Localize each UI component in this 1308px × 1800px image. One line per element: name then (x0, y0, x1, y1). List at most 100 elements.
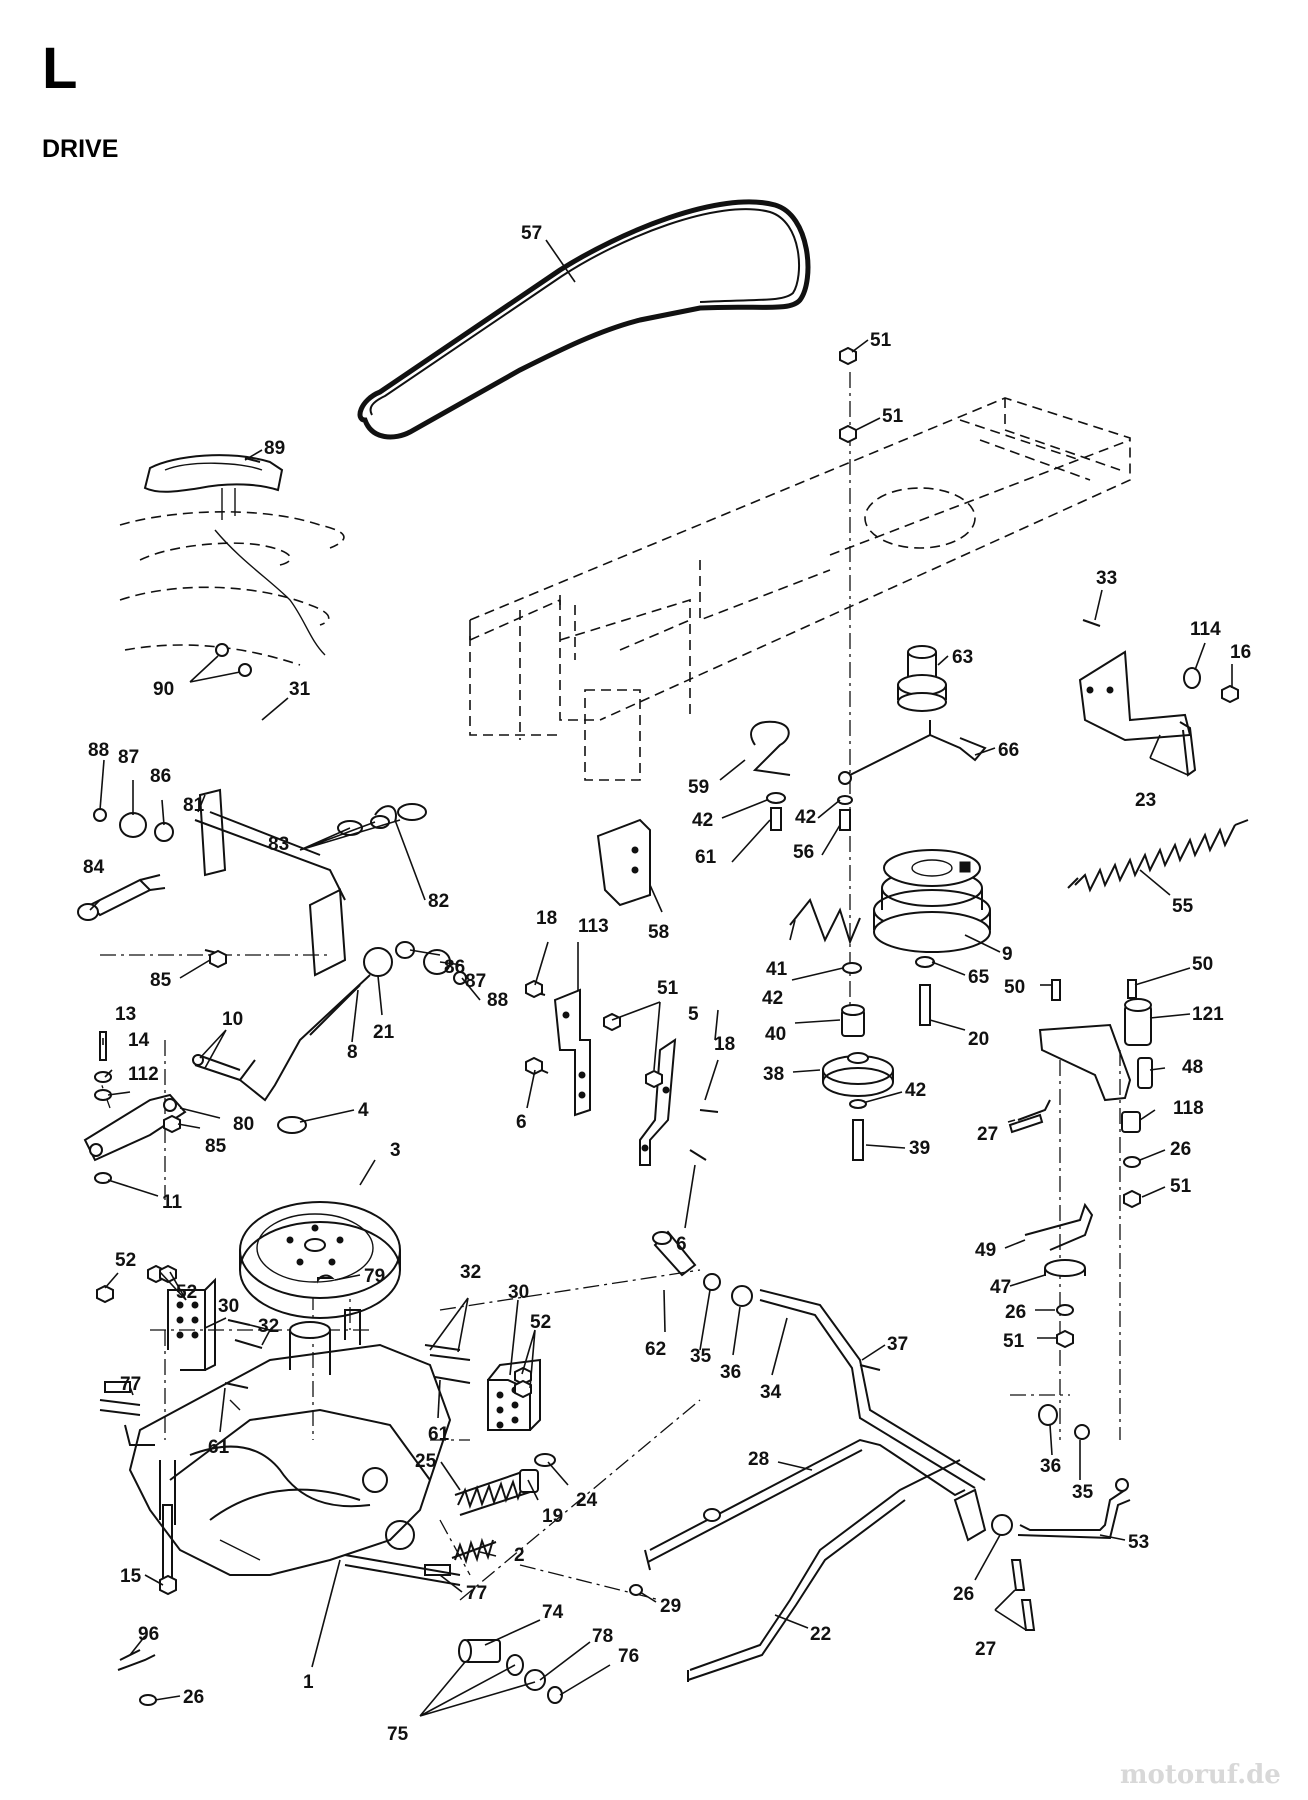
callout-18: 18 (714, 1034, 735, 1055)
callout-26: 26 (1005, 1302, 1026, 1323)
callout-8: 8 (347, 1042, 358, 1063)
callout-79: 79 (364, 1266, 385, 1287)
callout-labels: 57 51 51 89 90 31 88 87 86 81 84 85 83 8… (83, 223, 1251, 1745)
section-title: DRIVE (42, 135, 118, 163)
callout-96: 96 (138, 1624, 159, 1645)
callout-90: 90 (153, 679, 174, 700)
callout-85: 85 (205, 1136, 227, 1157)
callout-51: 51 (657, 978, 679, 999)
callout-42: 42 (692, 810, 713, 831)
callout-38: 38 (763, 1064, 784, 1085)
leader-lines (89, 239, 1233, 1717)
watermark-text: motoruf.de (1120, 1760, 1281, 1790)
callout-63: 63 (952, 647, 973, 668)
callout-26: 26 (1170, 1139, 1191, 1160)
callout-32: 32 (258, 1316, 279, 1337)
callout-5: 5 (688, 1004, 699, 1025)
brake-brackets (525, 979, 719, 1166)
transaxle-pulley (239, 1116, 401, 1319)
callout-83: 83 (268, 834, 289, 855)
callout-87: 87 (465, 971, 486, 992)
callout-4: 4 (358, 1100, 369, 1121)
callout-6: 6 (676, 1234, 687, 1255)
callout-75: 75 (387, 1724, 409, 1745)
callout-51: 51 (870, 330, 892, 351)
callout-39: 39 (909, 1138, 930, 1159)
callout-58: 58 (648, 922, 669, 943)
callout-61: 61 (428, 1424, 450, 1445)
callout-78: 78 (592, 1626, 613, 1647)
callout-62: 62 (645, 1339, 666, 1360)
callout-42: 42 (795, 807, 816, 828)
callout-35: 35 (1072, 1482, 1094, 1503)
callout-86: 86 (444, 957, 465, 978)
callout-34: 34 (760, 1382, 782, 1403)
callout-31: 31 (289, 679, 311, 700)
callout-35: 35 (690, 1346, 712, 1367)
callout-13: 13 (115, 1004, 136, 1025)
callout-30: 30 (218, 1296, 239, 1317)
callout-25: 25 (415, 1451, 437, 1472)
callout-52: 52 (530, 1312, 551, 1333)
callout-37: 37 (887, 1334, 908, 1355)
mounting-brackets (96, 1264, 541, 1431)
callout-26: 26 (183, 1687, 204, 1708)
callout-89: 89 (264, 438, 285, 459)
callout-87: 87 (118, 747, 139, 768)
callout-118: 118 (1173, 1098, 1204, 1119)
callout-33: 33 (1096, 568, 1117, 589)
callout-113: 113 (578, 916, 609, 937)
callout-47: 47 (990, 1277, 1011, 1298)
callout-26: 26 (953, 1584, 974, 1605)
callout-21: 21 (373, 1022, 395, 1043)
callout-36: 36 (1040, 1456, 1061, 1477)
right-bracket (1067, 619, 1249, 893)
callout-66: 66 (998, 740, 1019, 761)
callout-29: 29 (660, 1596, 681, 1617)
callout-2: 2 (514, 1545, 525, 1566)
callout-114: 114 (1190, 619, 1221, 640)
bracket-clips (596, 720, 791, 907)
callout-19: 19 (542, 1506, 563, 1527)
callout-77: 77 (466, 1583, 487, 1604)
callout-51: 51 (1170, 1176, 1192, 1197)
callout-27: 27 (977, 1124, 998, 1145)
callout-121: 121 (1192, 1004, 1224, 1025)
callout-51: 51 (882, 406, 904, 427)
callout-28: 28 (748, 1449, 769, 1470)
axle-hardware (117, 1639, 563, 1706)
callout-9: 9 (1002, 944, 1013, 965)
callout-56: 56 (793, 842, 814, 863)
callout-42: 42 (905, 1080, 926, 1101)
callout-84: 84 (83, 857, 105, 878)
pedal-linkage (629, 1113, 1131, 1682)
watermark: motoruf.de (1120, 1760, 1281, 1790)
seat-assembly (119, 454, 345, 683)
callout-57: 57 (521, 223, 542, 244)
callout-32: 32 (460, 1262, 481, 1283)
callout-30: 30 (508, 1282, 529, 1303)
callout-52: 52 (115, 1250, 136, 1271)
callout-55: 55 (1172, 896, 1194, 917)
shift-linkage (77, 788, 467, 1184)
callout-18: 18 (536, 908, 557, 929)
pto-clutch-stack (789, 346, 991, 1161)
callout-50: 50 (1004, 977, 1025, 998)
callout-65: 65 (968, 967, 990, 988)
callout-85: 85 (150, 970, 172, 991)
right-lever (1017, 979, 1153, 1349)
drive-belt (357, 199, 811, 440)
callout-40: 40 (765, 1024, 786, 1045)
callout-49: 49 (975, 1240, 996, 1261)
callout-50: 50 (1192, 954, 1213, 975)
callout-41: 41 (766, 959, 788, 980)
callout-86: 86 (150, 766, 171, 787)
callout-88: 88 (487, 990, 508, 1011)
callout-82: 82 (428, 891, 449, 912)
callout-76: 76 (618, 1646, 639, 1667)
callout-24: 24 (576, 1490, 598, 1511)
callout-10: 10 (222, 1009, 243, 1030)
springs-idler (451, 1453, 556, 1565)
tractor-frame (469, 397, 1131, 781)
